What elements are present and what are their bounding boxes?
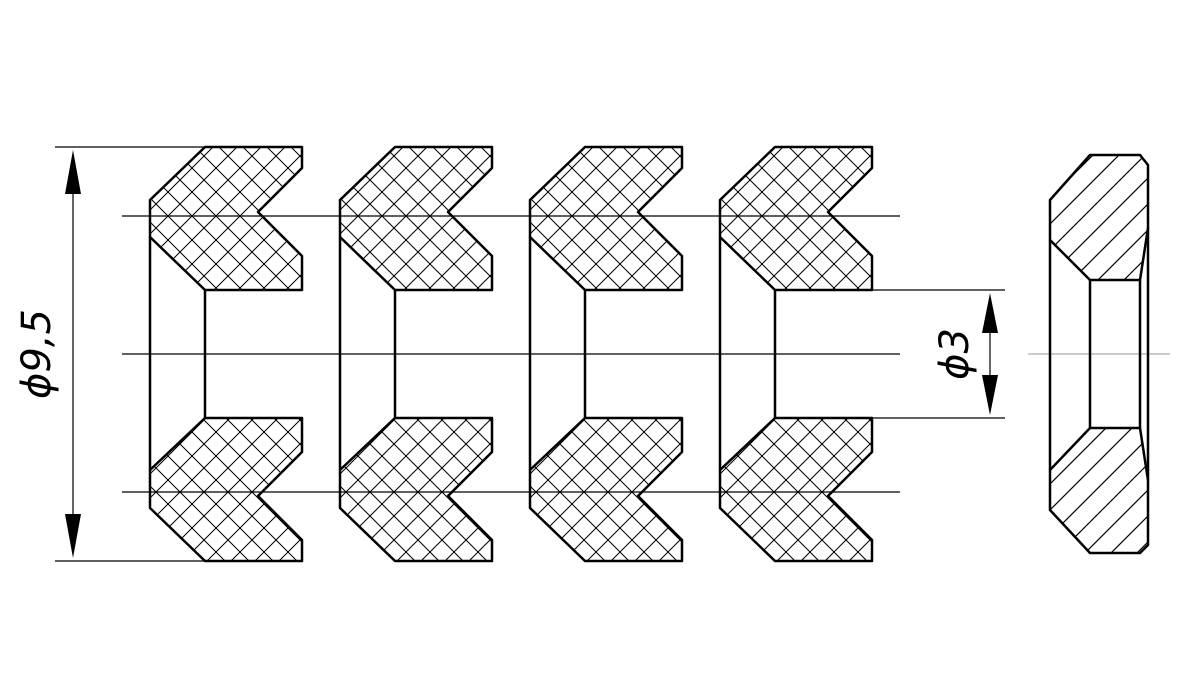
- outer-diameter-label: ϕ9,5: [14, 309, 60, 399]
- arrowhead-down: [65, 514, 81, 558]
- washer-bottom-section: [148, 416, 304, 563]
- washer-top-section: [528, 145, 684, 292]
- washer-bottom-section: [718, 416, 874, 563]
- flat-washer-side-part: [1028, 153, 1170, 555]
- cup-washer-2: [338, 145, 494, 563]
- cup-washer-4: [718, 145, 874, 563]
- arrowhead-up: [65, 150, 81, 194]
- cup-washer-3: [528, 145, 684, 563]
- side-part-bottom-section: [1048, 426, 1150, 555]
- outer-diameter-dimension: ϕ9,5: [14, 146, 302, 562]
- washer-bottom-section: [528, 416, 684, 563]
- washer-top-section: [148, 145, 304, 292]
- arrowhead-down: [982, 375, 998, 415]
- side-part-top-section: [1048, 153, 1150, 282]
- side-part-bore-outline: [1048, 228, 1150, 480]
- washer-top-section: [718, 145, 874, 292]
- cup-washer-1: [148, 145, 304, 563]
- inner-diameter-dimension: ϕ3: [870, 289, 1005, 419]
- washer-bottom-section: [338, 416, 494, 563]
- cup-washer-stack: [148, 145, 874, 563]
- inner-diameter-label: ϕ3: [932, 328, 978, 380]
- reference-lines: [122, 215, 900, 493]
- arrowhead-up: [982, 293, 998, 333]
- washer-top-section: [338, 145, 494, 292]
